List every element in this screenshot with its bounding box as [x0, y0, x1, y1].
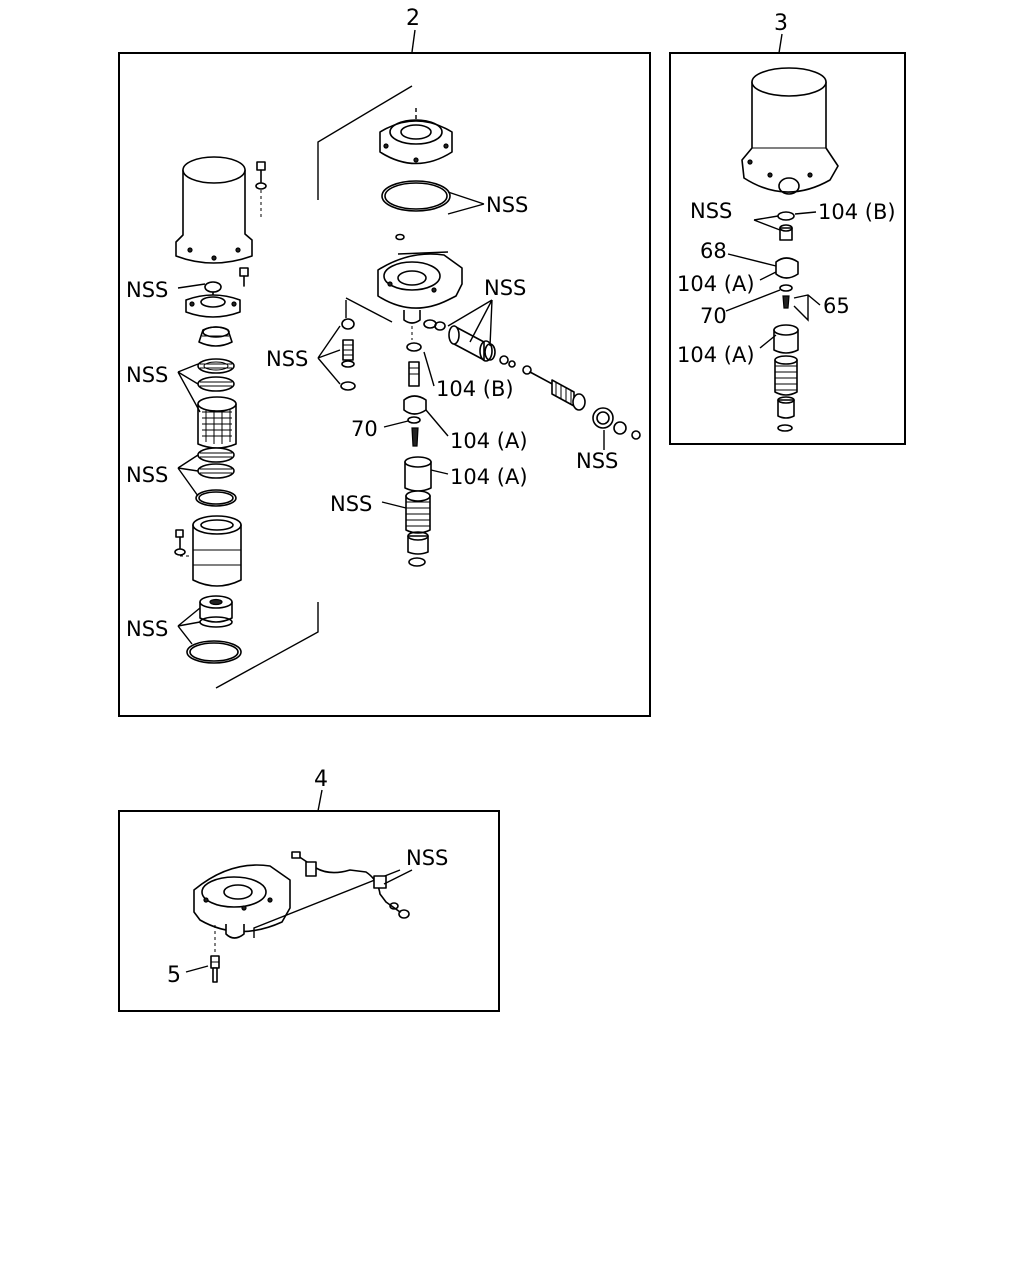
dryer-canister: [175, 169, 253, 264]
wire-harness: [297, 855, 401, 913]
callout-nss-small-piston: NSS: [266, 347, 308, 371]
callout-nss: NSS: [690, 199, 732, 223]
bolt: [256, 161, 266, 171]
callout-70: 70: [351, 417, 378, 441]
callout-104a-lower: 104 (A): [677, 343, 755, 367]
cartridge-flange: [185, 294, 241, 318]
dryer-cartridge-stack: [174, 156, 267, 664]
callout-nss-harness: NSS: [406, 846, 448, 870]
callout-70: 70: [700, 304, 727, 328]
callout-nss-lower-discs: NSS: [126, 463, 168, 487]
panel-3-frame: [669, 52, 906, 445]
panel-2: 2: [118, 6, 651, 717]
callout-nss-oring: NSS: [486, 193, 528, 217]
panel-3: 3 NSS 104 (B) 68 104 (A) 70 65 104: [669, 11, 906, 445]
callout-104b: 104 (B): [436, 377, 514, 401]
callout-104b: 104 (B): [818, 200, 896, 224]
callout-nss-filter-discs: NSS: [126, 363, 168, 387]
callout-68: 68: [700, 239, 727, 263]
callout-104a-upper: 104 (A): [450, 429, 528, 453]
callout-nss-end-disc: NSS: [576, 449, 618, 473]
lower-housing: [192, 524, 242, 587]
callout-104a-upper: 104 (A): [677, 272, 755, 296]
callout-nss-valve-cap: NSS: [126, 278, 168, 302]
panel-4-number: 4: [314, 767, 328, 792]
callout-5: 5: [167, 963, 181, 988]
panel-4-frame: [118, 810, 500, 1012]
panel-4-number-leader: [317, 789, 323, 812]
assembled-canister: [741, 81, 839, 193]
canister-top: [182, 156, 246, 184]
callout-nss-spring: NSS: [330, 492, 372, 516]
panel-3-number: 3: [774, 11, 788, 36]
callout-nss-piston: NSS: [484, 276, 526, 300]
panel-4: 4 NSS 5: [118, 767, 500, 1012]
o-ring: [195, 489, 237, 507]
panel-3-number-leader: [778, 33, 783, 54]
panel-2-frame: [118, 52, 651, 717]
bracket-bottom: [215, 602, 319, 689]
top-cover: [379, 108, 453, 165]
callout-nss-filter-element: NSS: [126, 617, 168, 641]
valve-body: [377, 251, 463, 324]
panel-2-number: 2: [406, 6, 420, 31]
panel-2-number-leader: [411, 29, 416, 53]
bracket-top: [317, 85, 413, 200]
callout-65: 65: [823, 294, 850, 318]
callout-104a-lower: 104 (A): [450, 465, 528, 489]
